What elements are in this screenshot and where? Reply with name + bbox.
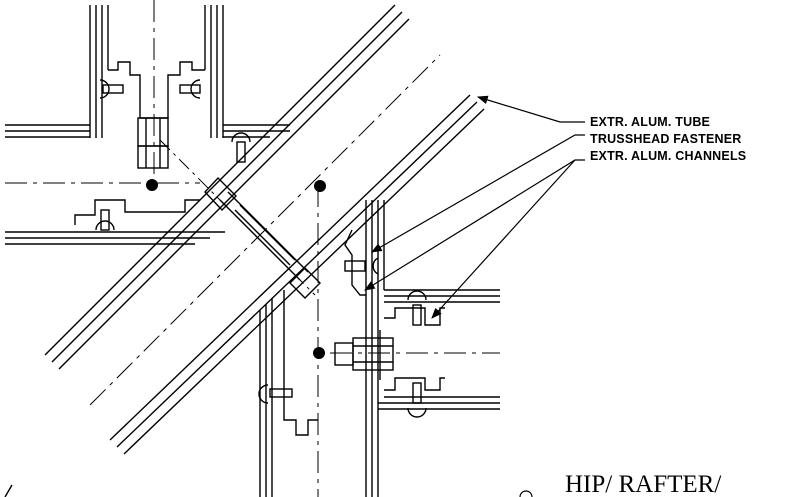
vertical-bolt: [137, 117, 169, 169]
callout-leaders: [364, 95, 585, 319]
right-horizontal-rails: [330, 289, 500, 410]
diagonal-bolt: [159, 139, 321, 299]
lower-vertical-channel: [259, 185, 385, 497]
callout-trusshead-fastener: TRUSSHEAD FASTENER: [590, 132, 742, 146]
upper-left-horizontal-rails: [5, 124, 290, 138]
left-horizontal-channel: [5, 182, 225, 245]
callout-extr-alum-tube: EXTR. ALUM. TUBE: [590, 115, 710, 129]
drawing-title: HIP/ RAFTER/: [565, 471, 721, 497]
upper-vertical-channel: [89, 0, 224, 182]
center-points: [146, 179, 326, 359]
trusshead-fastener-screws: [95, 79, 427, 418]
horizontal-bolt: [334, 337, 394, 371]
callout-extr-alum-channels: EXTR. ALUM. CHANNELS: [590, 149, 746, 163]
